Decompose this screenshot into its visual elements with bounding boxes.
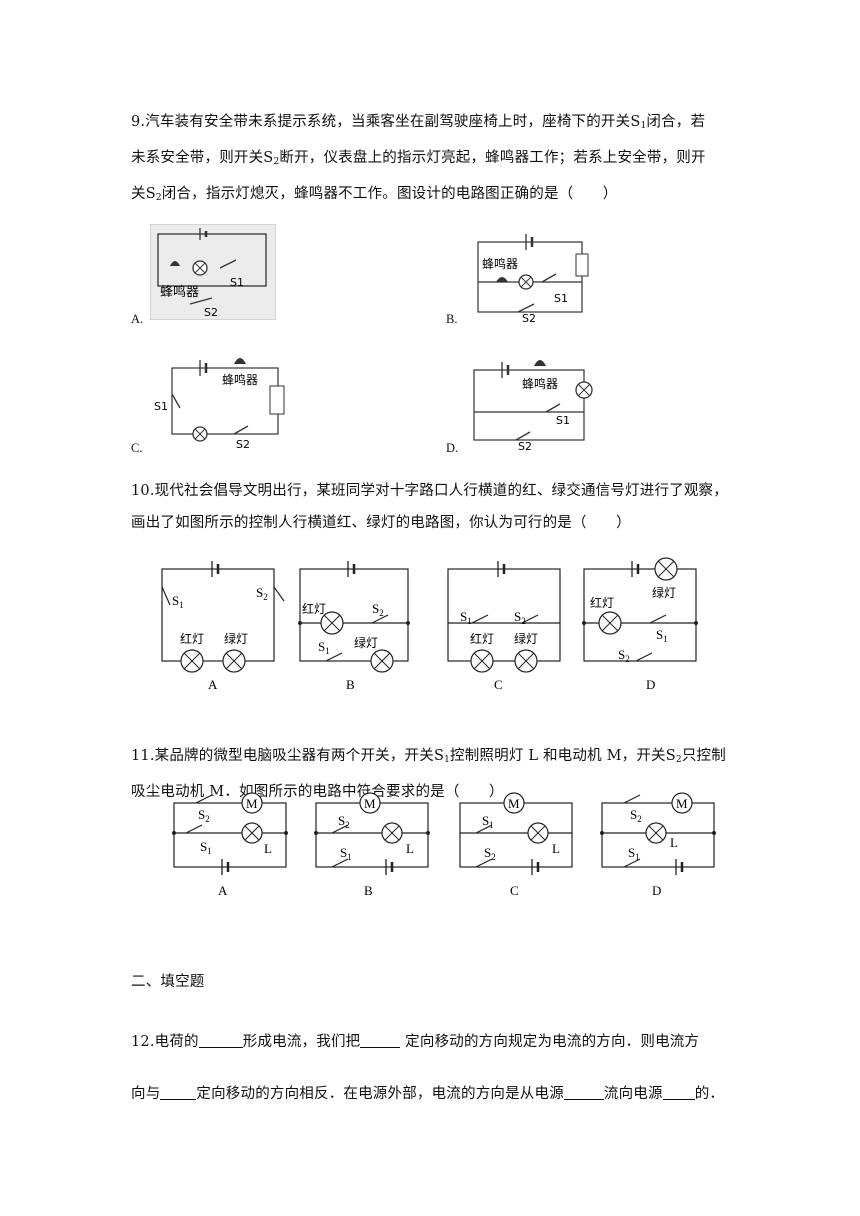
- svg-text:绿灯: 绿灯: [652, 585, 676, 600]
- buzzer-label: 蜂鸣器: [482, 256, 518, 271]
- bell-icon: [534, 360, 546, 366]
- svg-text:S2: S2: [630, 807, 642, 824]
- bell-icon: [170, 261, 180, 266]
- svg-text:D: D: [652, 883, 661, 898]
- q11-line1: 11.某品牌的微型电脑吸尘器有两个开关，开关S1控制照明灯 L 和电动机 M，开…: [131, 748, 726, 765]
- q9-circuit-c: 蜂鸣器 S1 S2: [154, 358, 285, 450]
- svg-text:S1: S1: [628, 845, 640, 862]
- svg-text:红灯: 红灯: [470, 631, 494, 646]
- q10-a-label: A: [208, 677, 218, 692]
- q11-text: 11.某品牌的微型电脑吸尘器有两个开关，开关S1控制照明灯 L 和电动机 M，开…: [131, 740, 771, 808]
- buzzer-label: 蜂鸣器: [522, 376, 558, 391]
- svg-text:S1: S1: [340, 845, 352, 862]
- svg-text:S2: S2: [198, 807, 210, 824]
- q10-d-label: D: [646, 677, 655, 692]
- q9-option-b-label: B.: [446, 312, 458, 326]
- switch-icon: [219, 259, 237, 269]
- svg-text:红灯: 红灯: [302, 601, 326, 616]
- q9-option-d-label: D.: [446, 441, 459, 455]
- q9-line3: 关S2闭合，指示灯熄灭，蜂鸣器不工作。图设计的电路图正确的是（ ）: [131, 186, 618, 203]
- buzzer-label: 蜂鸣器: [160, 284, 199, 300]
- svg-text:S2: S2: [256, 585, 268, 602]
- q12-text: 12.电荷的形成电流，我们把 定向移动的方向规定为电流的方向．则电流方 向与定向…: [131, 1016, 771, 1120]
- svg-text:C: C: [510, 883, 519, 898]
- bell-icon: [496, 277, 508, 282]
- resistor-icon: [269, 385, 285, 415]
- q12-line1: 12.电荷的形成电流，我们把 定向移动的方向规定为电流的方向．则电流方: [131, 1033, 700, 1050]
- q9-circuit-b: 蜂鸣器 S1 S2: [477, 234, 589, 322]
- svg-text:S2: S2: [338, 813, 350, 830]
- svg-text:S1: S1: [318, 639, 330, 656]
- s1-label: S1: [554, 292, 568, 305]
- svg-text:L: L: [670, 835, 678, 850]
- svg-text:S2: S2: [514, 609, 526, 626]
- q11-circuit-c: M S1 S2 L C: [459, 792, 573, 898]
- q9-line2: 未系安全带，则开关S2断开，仪表盘上的指示灯亮起，蜂鸣器工作；若系上安全带，则开: [131, 150, 706, 167]
- svg-text:绿灯: 绿灯: [514, 631, 538, 646]
- svg-text:S1: S1: [656, 627, 668, 644]
- s1-label: S1: [230, 276, 244, 289]
- svg-text:绿灯: 绿灯: [354, 635, 378, 650]
- answer-blank-2[interactable]: [360, 1033, 401, 1048]
- q9-line1: 9.汽车装有安全带未系提示系统，当乘客坐在副驾驶座椅上时，座椅下的开关S1闭合，…: [131, 114, 706, 131]
- svg-text:M: M: [676, 796, 688, 811]
- q11-circuit-b: M S2 S1 L B: [314, 792, 430, 898]
- q12-line2: 向与定向移动的方向相反．在电源外部，电流的方向是从电源流向电源的．: [131, 1085, 725, 1102]
- answer-blank-5[interactable]: [662, 1085, 695, 1100]
- s1-label: S1: [556, 414, 570, 427]
- s2-label: S2: [522, 312, 536, 322]
- answer-blank-4[interactable]: [563, 1085, 604, 1100]
- svg-text:B: B: [364, 883, 373, 898]
- q11-line2: 吸尘电动机 M．如图所示的电路中符合要求的是（ ）: [131, 784, 504, 800]
- section-2-title: 二、填空题: [131, 974, 205, 990]
- q10-circuit-a: S1 S2 红灯 绿灯 A: [161, 561, 285, 692]
- buzzer-label: 蜂鸣器: [222, 372, 258, 387]
- svg-text:A: A: [218, 883, 228, 898]
- svg-text:M: M: [246, 796, 258, 811]
- q9-circuit-a: 蜂鸣器 S1 S2: [150, 224, 276, 320]
- q9-option-a-label: A.: [131, 312, 144, 326]
- svg-text:S1: S1: [172, 593, 184, 610]
- answer-blank-1[interactable]: [198, 1033, 243, 1048]
- q11-circuits: M S2 S1 L A M S2 S1 L B: [172, 792, 716, 898]
- q10-circuits: S1 S2 红灯 绿灯 A 红灯 S2 S1 绿灯: [161, 557, 698, 692]
- red-lamp-label: 红灯: [180, 631, 204, 646]
- svg-text:S2: S2: [618, 647, 630, 664]
- svg-text:S1: S1: [200, 839, 212, 856]
- q10-line2: 画出了如图所示的控制人行横道红、绿灯的电路图，你认为可行的是（ ）: [131, 515, 631, 531]
- q10-circuit-b: 红灯 S2 S1 绿灯 B: [298, 561, 410, 692]
- svg-text:M: M: [364, 796, 376, 811]
- q10-c-label: C: [494, 677, 503, 692]
- svg-text:红灯: 红灯: [590, 595, 614, 610]
- svg-text:S1: S1: [482, 813, 494, 830]
- q10-circuit-c: S1 S2 红灯 绿灯 C: [447, 561, 561, 692]
- svg-text:L: L: [552, 841, 560, 856]
- resistor-icon: [575, 253, 589, 277]
- answer-blank-3[interactable]: [160, 1085, 197, 1100]
- q9-option-c-label: C.: [131, 441, 143, 455]
- svg-text:L: L: [264, 841, 272, 856]
- svg-text:M: M: [508, 796, 520, 811]
- q11-circuit-d: M S2 L S1 D: [600, 792, 716, 898]
- svg-text:S2: S2: [372, 601, 384, 618]
- q9-circuit-d: 蜂鸣器 S1 S2: [473, 360, 593, 450]
- svg-text:S1: S1: [460, 609, 472, 626]
- s2-label: S2: [518, 440, 532, 450]
- bell-icon: [234, 358, 246, 364]
- q10-text: 10.现代社会倡导文明出行，某班同学对十字路口人行横道的红、绿交通信号灯进行了观…: [131, 475, 771, 539]
- q10-circuit-d: 红灯 绿灯 S1 S2 D: [582, 557, 698, 692]
- green-lamp-label: 绿灯: [224, 631, 248, 646]
- s2-label: S2: [204, 306, 218, 319]
- s2-label: S2: [236, 438, 250, 450]
- q10-b-label: B: [346, 677, 355, 692]
- q11-circuit-a: M S2 S1 L A: [172, 792, 288, 898]
- motor-icon: [241, 792, 263, 814]
- q10-line1: 10.现代社会倡导文明出行，某班同学对十字路口人行横道的红、绿交通信号灯进行了观…: [131, 483, 728, 499]
- q9-text: 9.汽车装有安全带未系提示系统，当乘客坐在副驾驶座椅上时，座椅下的开关S1闭合，…: [131, 106, 731, 214]
- svg-text:L: L: [406, 841, 414, 856]
- s1-label: S1: [154, 400, 168, 413]
- svg-text:S2: S2: [484, 845, 496, 862]
